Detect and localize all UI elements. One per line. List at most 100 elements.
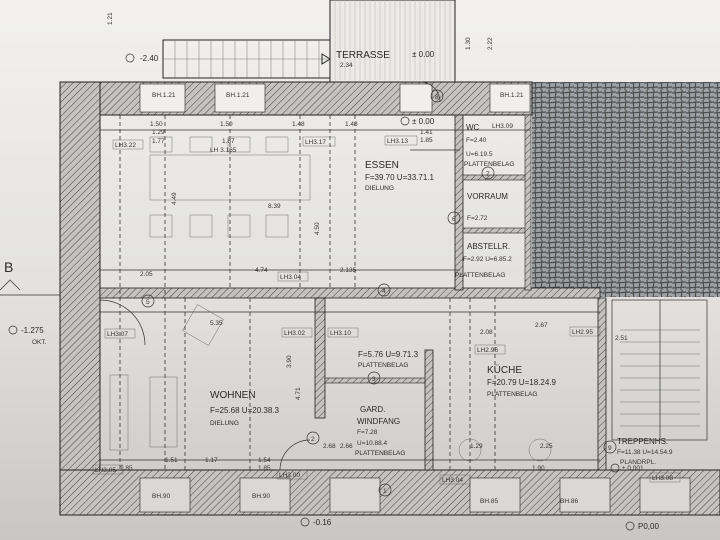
height-label: LH3.02 [284, 330, 305, 337]
room-area: F=11.38 U=14.54.9 [617, 449, 673, 456]
dimension-label: 1.85 [258, 465, 271, 472]
room-floor: PLATTENBELAG [455, 272, 505, 279]
room-area: F=2.92 U=6.85.2 [463, 256, 512, 263]
room-name: PLANDRPL. [620, 459, 656, 466]
parapet-height: BH.1.21 [500, 92, 524, 99]
room-floor: PLATTENBELAG [355, 450, 405, 457]
dimension-label: 2.135 [340, 267, 357, 274]
room-name: KÜCHE [487, 364, 522, 376]
dimension-label: 3.90 [286, 355, 293, 368]
dimension-label: 1.85 [420, 137, 433, 144]
height-label: LH3.04 [442, 477, 463, 484]
level-marker-icon [625, 521, 635, 531]
level-marker-icon [300, 517, 310, 527]
room-floor: DIELUNG [210, 420, 239, 427]
room-abstellraum: ABSTELLR. F=2.92 U=6.85.2 PLATTENBELAG [455, 242, 512, 279]
dimension-label: 2.68 [323, 443, 336, 450]
height-label: LH3.05 [95, 467, 116, 474]
parapet-height: BH.1.21 [226, 92, 250, 99]
level-stair-landing: ± 0.001 [622, 465, 644, 472]
parapet-height: BH.1.21 [152, 92, 176, 99]
crossed-out-area [532, 82, 720, 297]
height-label: LH2.96 [477, 347, 498, 354]
dimension-label: 4.50 [314, 222, 321, 235]
section-marker: B [4, 259, 13, 275]
parapet-height: BH.86 [560, 498, 578, 505]
dimension-label: 1.29 [470, 443, 483, 450]
marker-4: 4 [382, 288, 386, 295]
room-perimeter: U=6.19.5 [466, 151, 493, 158]
room-name: GARD. [360, 405, 385, 414]
room-area: F=2.40 [466, 137, 487, 144]
dimension-label: 1.48 [345, 121, 358, 128]
height-label: LH3.13 [387, 138, 408, 145]
dimensions: 1.50 1.29 1.77 1.50 1.48 1.87 1.48 1.41 … [120, 121, 628, 472]
height-label: LH3.17 [305, 139, 326, 146]
construction-lines [99, 81, 708, 471]
height-label: LH3.10 [330, 330, 351, 337]
room-name: TREPPENHS. [617, 437, 668, 446]
dimension-label: 4.74 [255, 267, 268, 274]
room-floor: PLATTENBELAG [358, 362, 408, 369]
level-entrance: P0,00 [638, 522, 659, 531]
height-label: LH 3.165 [210, 147, 237, 154]
dimension-label: 4.49 [171, 192, 178, 205]
room-area: F=5.76 U=9.71.3 [358, 350, 419, 359]
dimension-label: 8.39 [268, 203, 281, 210]
marker-2: 2 [311, 436, 315, 443]
dimension-label: 2.25 [540, 443, 553, 450]
room-area: F=7.28 [357, 429, 378, 436]
dimension-label: 5.35 [210, 320, 223, 327]
dimension-label: 2.67 [535, 322, 548, 329]
dimension-label: 1.51 [165, 457, 178, 464]
marker-3: 3 [372, 376, 376, 383]
level-terrace: ± 0.00 [412, 50, 435, 59]
level-marker-icon [610, 463, 620, 473]
dimension: 2.22 [487, 37, 494, 50]
parapet-height: BH.90 [252, 493, 270, 500]
room-vorraum: VORRAUM F=2.72 [467, 192, 508, 222]
room-area: F=39.70 U=33.71.1 [365, 173, 434, 182]
terrace-dimension: 2.34 [340, 62, 353, 69]
height-label: LH3.08 [652, 475, 673, 482]
dimension-label: 2.51 [615, 335, 628, 342]
dimension-label: 1.87 [222, 138, 235, 145]
room-wohnen: WOHNEN F=25.68 U=20.38.3 DIELUNG [210, 390, 279, 427]
parapet-height: BH.90 [152, 493, 170, 500]
room-floor: PLATTENBELAG [464, 161, 514, 168]
marker-5: 5 [146, 299, 150, 306]
room-name: VORRAUM [467, 192, 508, 201]
dimension-label: 1.50 [220, 121, 233, 128]
room-windfang: GARD. WINDFANG F=7.28 U=10.88.4 PLATTENB… [355, 405, 405, 457]
room-name: ESSEN [365, 160, 399, 171]
room-area: F=25.68 U=20.38.3 [210, 406, 279, 415]
level-marker-icon [400, 116, 410, 126]
level-bottom: -0.16 [313, 518, 332, 527]
marker-8: 8 [435, 94, 439, 101]
room-treppenhaus: TREPPENHS. F=11.38 U=14.54.9 PLANDRPL. [617, 437, 673, 466]
room-essen: ESSEN F=39.70 U=33.71.1 DIELUNG [365, 160, 434, 192]
height-label: LH3.09 [492, 123, 513, 130]
dimension-label: 1.41 [420, 129, 433, 136]
dimension-label: 1.54 [258, 457, 271, 464]
marker-6: 6 [452, 216, 456, 223]
height-label: LH3.00 [279, 472, 300, 479]
marker-9: 9 [608, 445, 612, 452]
room-floor: DIELUNG [365, 185, 394, 192]
height-label: LH3.07 [107, 331, 128, 338]
level-left-outside: -1.275 [21, 326, 44, 335]
level-note: OKT. [32, 339, 47, 346]
dimension-label: 2.08 [480, 329, 493, 336]
ceiling-heights: LH3.22 LH 3.165 LH3.17 LH3.13 LH3.09 LH3… [92, 123, 681, 485]
level-essen-entry: ± 0.00 [412, 117, 435, 126]
interior-walls [99, 114, 607, 471]
height-label: LH3.22 [115, 142, 136, 149]
dimension-label: 1.50 [150, 121, 163, 128]
level-marker-icon [125, 53, 135, 63]
marker-1: 1 [383, 488, 387, 495]
dimension: 1.30 [465, 37, 472, 50]
dimension-label: 2.66 [340, 443, 353, 450]
room-name-terrasse: TERRASSE [336, 50, 390, 61]
outer-walls [59, 81, 720, 516]
